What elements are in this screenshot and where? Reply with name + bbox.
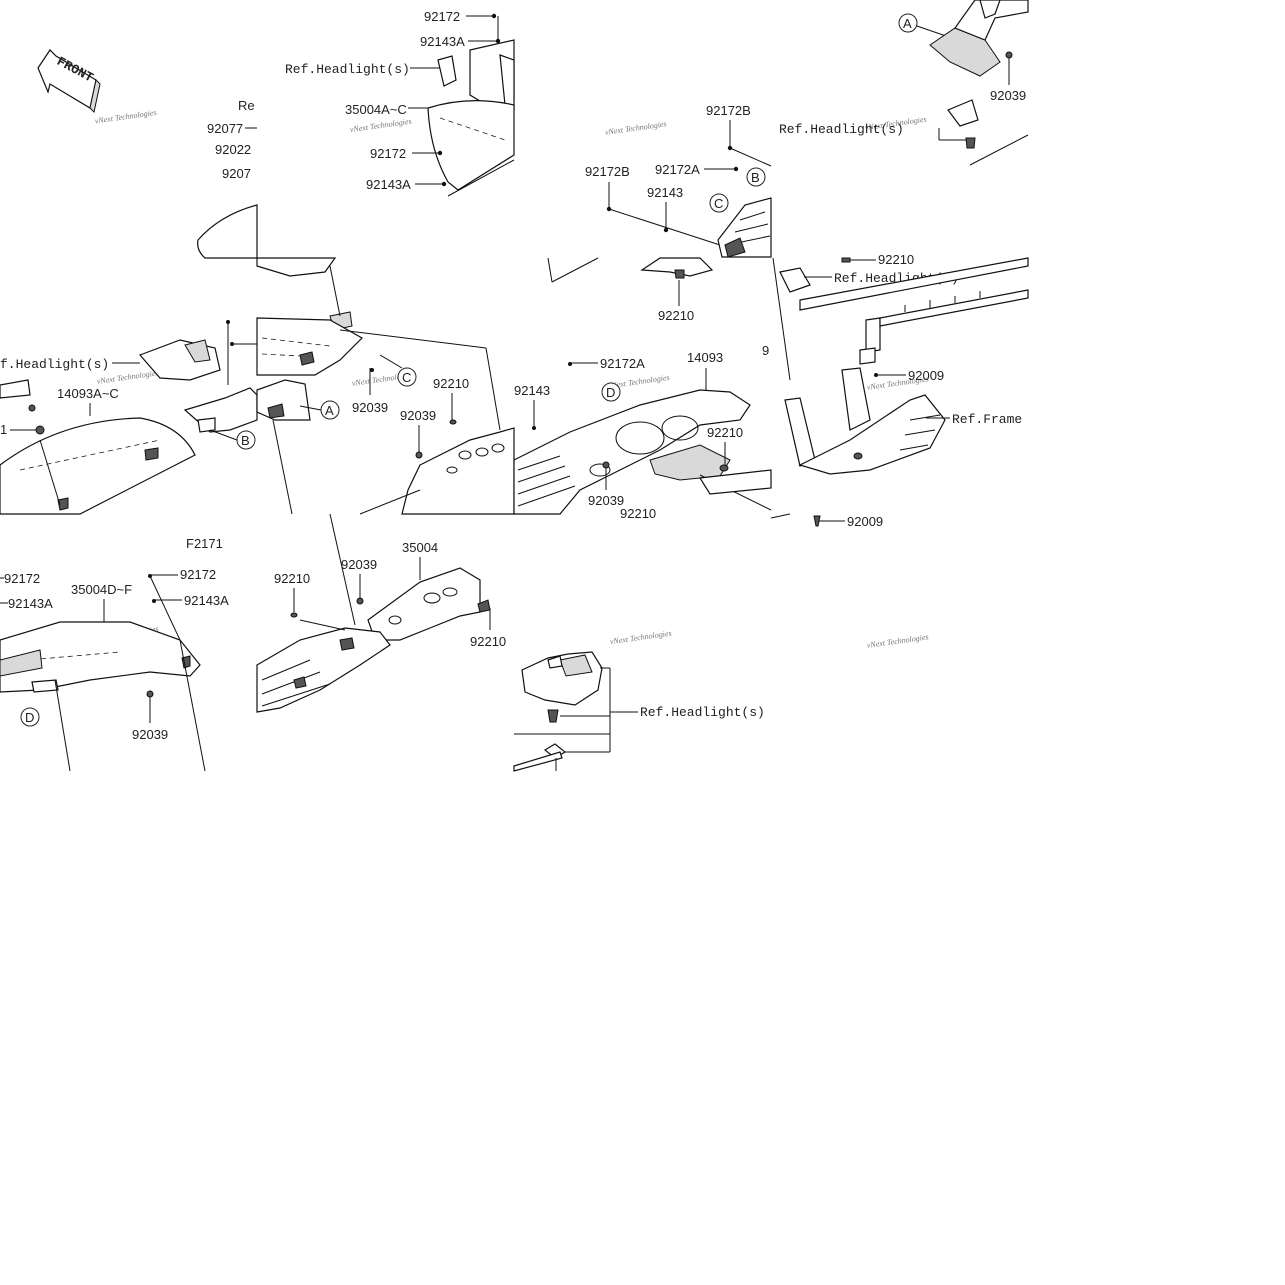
- ref-label: Ref.Headlight(s): [640, 705, 765, 720]
- tile-bottom-left: F2171 92172 92143A 35004D~F 92172 92143A…: [0, 536, 229, 772]
- watermark: vNext Technologies: [604, 119, 667, 137]
- tile-bottom-center-right: Ref.Headlight(s): [513, 651, 765, 772]
- part-label: 92210: [878, 252, 914, 267]
- figure-code: F2171: [186, 536, 223, 551]
- part-label: 92039: [990, 88, 1026, 103]
- part-label: 92039: [352, 400, 388, 415]
- part-label: 92172A: [600, 356, 645, 371]
- part-label: 92172: [424, 9, 460, 24]
- part-label: 92039: [341, 557, 377, 572]
- part-label: 92172B: [706, 103, 751, 118]
- part-label: 1: [0, 422, 7, 437]
- part-label: 92210: [707, 425, 743, 440]
- part-label: 35004: [402, 540, 438, 555]
- part-label: 92009: [908, 368, 944, 383]
- tile-center: A C 92039 92210 92039: [256, 257, 515, 515]
- tile-bottom-center: 92210 92039 35004 92210: [256, 513, 506, 713]
- part-label: 9207: [222, 166, 251, 181]
- watermark: vNext Technologies: [609, 629, 672, 647]
- part-label: 92210: [470, 634, 506, 649]
- part-label: 92172B: [585, 164, 630, 179]
- part-label: 92039: [400, 408, 436, 423]
- part-label: 92143A: [420, 34, 465, 49]
- ref-label: f.Headlight(s): [0, 357, 109, 372]
- front-arrow-icon: FRONT: [37, 49, 101, 114]
- watermark: vNext Technologies: [94, 108, 157, 126]
- part-label: 35004D~F: [71, 582, 132, 597]
- part-label: 92039: [132, 727, 168, 742]
- part-label: 92077: [207, 121, 243, 136]
- part-label: 14093: [687, 350, 723, 365]
- callout-a: A: [903, 16, 912, 31]
- tile-top-right: A 92039 Ref.Headlight(s): [779, 0, 1029, 166]
- part-label: 9: [762, 343, 769, 358]
- tile-mid-left: f.Headlight(s) 1 14093A~C B: [0, 320, 258, 515]
- watermark: vNext Technologies: [349, 117, 412, 135]
- part-label: 92172A: [655, 162, 700, 177]
- part-label: 92172: [4, 571, 40, 586]
- ref-label: Ref.Frame: [952, 412, 1022, 427]
- callout-d: D: [606, 385, 615, 400]
- tile-top-left: Re 92077 92022 9207: [197, 98, 258, 259]
- part-label: 92143A: [8, 596, 53, 611]
- tile-mid-center-right: 92210 92172A 14093 92143 D 92210 92039 9…: [513, 257, 772, 521]
- tile-top-mid-right: 92172B 92172A 92172B 92143 B C: [585, 103, 772, 258]
- callout-a: A: [325, 403, 334, 418]
- callout-c: C: [402, 370, 411, 385]
- ref-label: Ref.Headlight(s): [779, 122, 904, 137]
- part-label: 92172: [370, 146, 406, 161]
- part-label: 92143: [647, 185, 683, 200]
- part-label: 92009: [847, 514, 883, 529]
- part-label: 92022: [215, 142, 251, 157]
- part-label: 92210: [658, 308, 694, 323]
- watermarks: vNext Technologies vNext Technologies vN…: [94, 108, 929, 650]
- callout-c: C: [714, 196, 723, 211]
- part-label: 92143A: [184, 593, 229, 608]
- part-label: 92039: [588, 493, 624, 508]
- part-label: 92210: [274, 571, 310, 586]
- tile-mid-right: 92210 Ref.Headlight(s) 92009 Ref.Frame 9…: [770, 252, 1029, 529]
- callout-b: B: [241, 433, 250, 448]
- part-label: 35004A~C: [345, 102, 407, 117]
- callout-d: D: [25, 710, 34, 725]
- tile-top-mid-left: 92172 92143A Ref.Headlight(s) 35004A~C 9…: [285, 9, 515, 197]
- part-label: 14093A~C: [57, 386, 119, 401]
- part-label: 92143: [514, 383, 550, 398]
- part-label: 92210: [433, 376, 469, 391]
- ref-label: Ref.Headlight(s): [285, 62, 410, 77]
- part-label: 92143A: [366, 177, 411, 192]
- watermark: vNext Technologies: [866, 632, 929, 650]
- part-label: 92172: [180, 567, 216, 582]
- part-label: Re: [238, 98, 255, 113]
- part-label: 92210: [620, 506, 656, 521]
- callout-b: B: [751, 170, 760, 185]
